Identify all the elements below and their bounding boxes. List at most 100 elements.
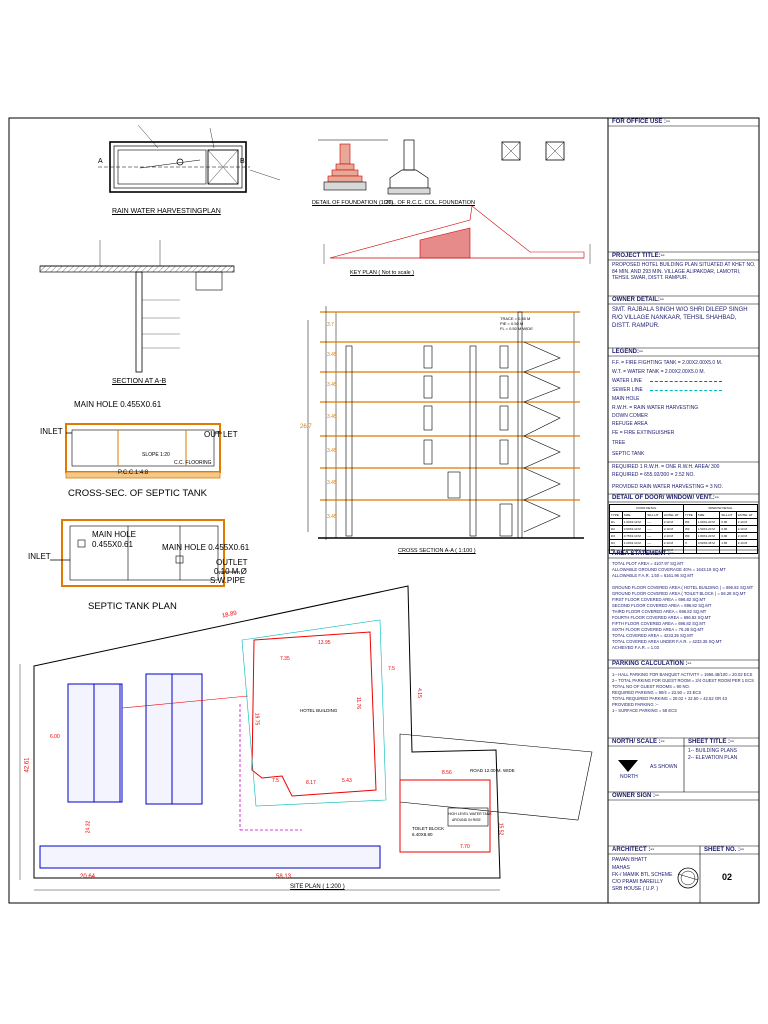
door-detail-header: DOOR DETAIL (609, 504, 684, 512)
sewer-line-swatch (650, 390, 722, 391)
sheet-title-1: 1-- BUILDING PLANS (688, 748, 737, 754)
door-window-cell: 2.10 M (661, 539, 684, 547)
site-dim-3: 7.35 (280, 656, 290, 662)
septic-cross-inlet: INLET (40, 427, 63, 436)
door-window-cell: 2.10 M (735, 518, 759, 526)
door-window-cell: 2.10 M (661, 525, 684, 533)
area-statement-line: TOTAL PLOT AREA = 4107.97 SQ.MT (612, 561, 684, 566)
door-window-cell: 2.10 M (661, 518, 684, 526)
door-window-cell: 2.10 M (735, 539, 759, 547)
sheet-title-2: 2-- ELEVATION PLAN (688, 755, 738, 761)
area-statement-line: SIXTH FLOOR COVERED AREA = 76.28 SQ.MT (612, 627, 704, 632)
key-plan-title: KEY PLAN ( Not to scale ) (350, 270, 415, 276)
septic-plan-outlet-pipe-2: S.W.PIPE (210, 576, 246, 585)
door-window-col-header: TYPE (682, 511, 697, 519)
door-window-cell: 0.90 (719, 518, 737, 526)
window-detail-header: WINDOW DETAIL (682, 504, 759, 512)
door-window-cell: W3 (682, 532, 697, 540)
site-dim-12: 6.00 (50, 734, 60, 740)
septic-plan-main-hole-2: MAIN HOLE 0.455X0.61 (162, 543, 250, 552)
rain-water-req: REQUIRED 1 R.W.H. = ONE R.W.H. AREA/ 300 (612, 464, 720, 470)
foundation-title: DETAIL OF FOUNDATION (1:20) (312, 200, 394, 206)
north-scale-label: NORTH/ SCALE :-- (612, 739, 665, 745)
project-title-label: PROJECT TITLE:-- (612, 253, 665, 259)
septic-cross-title: CROSS-SEC. OF SEPTIC TANK (68, 488, 208, 499)
owner-sign-label: OWNER SIGN :-- (612, 793, 659, 799)
parking-line: 1-- SURFACE PARKING = 58 ECS (612, 708, 677, 713)
parking-line: 1-- HALL PARKING FOR BANQUET ACTIVITY = … (612, 672, 753, 677)
door-window-cell: 1.80X1.20 M (695, 532, 721, 540)
door-window-col-header: SILL HT (645, 511, 663, 519)
legend-item-9: FE = FIRE EXTINGUISHER (612, 430, 675, 436)
rain-water-plan-title: RAIN WATER HARVESTINGPLAN (112, 208, 221, 215)
door-window-cell: ---- (645, 532, 663, 540)
legend-item-1: F.F. = FIRE FIGHTING TANK = 2.00X2.00X5.… (612, 360, 723, 366)
door-window-cell: ---- (645, 539, 663, 547)
door-window-cell: ---- (645, 546, 663, 554)
section-ab (39, 240, 235, 373)
door-window-cell: 0.75X2.10 M (621, 532, 647, 540)
septic-plan-outlet: OUTLET (216, 558, 248, 567)
septic-cross-outlet: OUT LET (204, 430, 238, 439)
legend-item-11: SEPTIC TANK (612, 451, 645, 457)
door-window-cell: V (682, 539, 697, 547)
door-window-cell (735, 546, 759, 554)
door-window-cell: 1.20X2.10 M (621, 539, 647, 547)
door-window-cell: 0.90 (719, 532, 737, 540)
site-dim-4: 7.5 (388, 666, 395, 672)
architect-line-2: MAHAS (612, 865, 630, 871)
site-dim-13: 42.61 (24, 757, 31, 773)
door-window-cell: W2 (682, 525, 697, 533)
cross-section-aa (307, 306, 584, 540)
door-window-col-header: TYPE (609, 511, 623, 519)
site-dim-5: 11.76 (355, 696, 362, 710)
rain-water-plan (98, 124, 281, 193)
area-statement-line: FOURTH FLOOR COVERED AREA = 696.82 SQ.MT (612, 615, 711, 620)
cross-section-height-7: 3.45 (327, 514, 337, 520)
cross-section-total-height: 26.7 (300, 424, 312, 430)
sheet-title-label: SHEET TITLE :-- (688, 739, 734, 745)
legend-label: LEGEND:-- (612, 349, 643, 355)
door-window-cell: 1.50X1.20 M (695, 525, 721, 533)
door-window-cell (719, 546, 737, 554)
owner-detail-label: OWNER DETAIL:-- (612, 297, 664, 303)
legend-item-7: DOWN COMER (612, 413, 648, 419)
cross-section-height-6: 3.45 (327, 480, 337, 486)
cross-section-height-1: 3.7 (327, 322, 334, 328)
parking-label: PARKING CALCULATION :-- (612, 661, 692, 667)
cross-section-note-2: PIE = 0.50 M (500, 321, 524, 326)
area-statement-line: FIRST FLOOR COVERED AREA = 696.82 SQ.MT (612, 597, 706, 602)
site-dim-8: 8.17 (306, 780, 316, 786)
septic-plan-outlet-pipe-1: 0.10 M.Ø (214, 567, 247, 576)
door-window-header-row: DOOR DETAIL WINDOW DETAIL (609, 504, 759, 512)
parking-line: TOTAL NO OF GUEST ROOMS = 90 NO. (612, 684, 690, 689)
door-window-cell: 2.10 M (735, 525, 759, 533)
door-window-cell: D3 (609, 532, 623, 540)
door-window-cell: 1.65 (719, 539, 737, 547)
legend-item-8: REFUGE AREA (612, 421, 648, 427)
septic-plan-main-hole-1: MAIN HOLE (92, 530, 137, 539)
door-window-label: DETAIL OF DOOR/ WINDOW/ VENT.:-- (612, 495, 719, 501)
architect-line-4: C/O PRAMI BAREILLY (612, 879, 664, 885)
area-statement-line: FIFTH FLOOR COVERED AREA = 696.82 SQ.MT (612, 621, 706, 626)
area-statement-line: GROUND FLOOR COVERED AREA ( HOTEL BUILDI… (612, 585, 754, 590)
foundation-details (318, 139, 565, 195)
scale-text: AS SHOWN (650, 764, 678, 770)
door-window-cell: 2.10 M (661, 546, 684, 554)
sheet-no: 02 (722, 872, 733, 882)
sheet-no-label: SHEET NO. :-- (704, 847, 744, 853)
door-window-cell: D1 (609, 518, 623, 526)
architect-line-1: PAWAN BHATT (612, 857, 647, 863)
site-dim-7: 7.5 (272, 778, 279, 784)
cross-section-note-3: FL = 0.50 M WIDE (500, 326, 533, 331)
door-window-cell (682, 546, 697, 554)
legend-item-5: MAIN HOLE (612, 396, 640, 402)
door-window-cell: 0.60X0.45 M (695, 539, 721, 547)
septic-cross-pcc: P.C.C.1:4:8 (118, 470, 149, 476)
area-statement-line: TOTAL COVERED AREA UNDER F.A.R. = 4233.3… (612, 639, 722, 644)
